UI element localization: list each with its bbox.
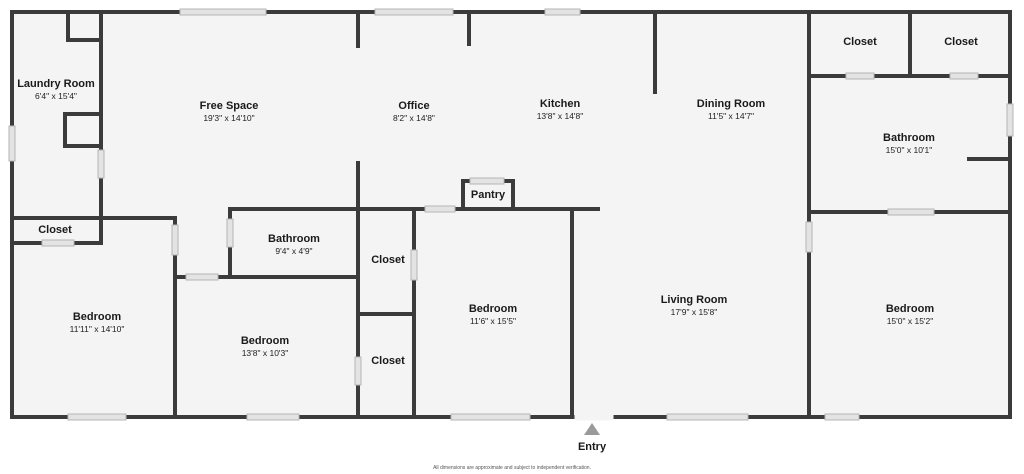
room-label-dining-room: Dining Room 11'5" x 14'7" <box>697 98 765 121</box>
room-name: Closet <box>38 224 72 236</box>
room-label-bedroom-1: Bedroom 11'11" x 14'10" <box>70 311 125 334</box>
room-label-free-space: Free Space 19'3" x 14'10" <box>200 100 259 123</box>
room-name: Closet <box>371 355 405 367</box>
room-label-bedroom-4: Bedroom 15'0" x 15'2" <box>886 303 934 326</box>
room-dimensions: 8'2" x 14'8" <box>393 113 435 124</box>
room-dimensions: 6'4" x 15'4" <box>35 91 77 102</box>
room-name: Closet <box>944 36 978 48</box>
room-label-closet-center-upper: Closet <box>371 254 405 267</box>
room-label-office: Office 8'2" x 14'8" <box>393 100 435 123</box>
room-label-pantry: Pantry <box>471 189 505 202</box>
room-dimensions: 11'5" x 14'7" <box>708 111 754 122</box>
room-name: Living Room <box>660 294 728 306</box>
disclaimer-text: All dimensions are approximate and subje… <box>433 465 591 471</box>
room-name: Free Space <box>199 100 259 112</box>
room-name: Bedroom <box>468 303 518 315</box>
room-label-bedroom-2: Bedroom 13'8" x 10'3" <box>241 335 289 358</box>
room-dimensions: 11'6" x 15'5" <box>470 316 516 327</box>
room-name: Closet <box>371 254 405 266</box>
room-dimensions: 19'3" x 14'10" <box>203 113 255 124</box>
room-dimensions: 13'8" x 10'3" <box>241 348 289 359</box>
room-dimensions: 15'0" x 15'2" <box>886 316 934 327</box>
room-label-bedroom-3: Bedroom 11'6" x 15'5" <box>469 303 517 326</box>
room-label-bathroom-center: Bathroom 9'4" x 4'9" <box>268 233 320 256</box>
room-name: Office <box>398 100 430 112</box>
room-name: Closet <box>843 36 877 48</box>
entry-label: Entry <box>577 441 607 453</box>
room-name: Bathroom <box>883 132 935 144</box>
room-label-kitchen: Kitchen 13'8" x 14'8" <box>537 98 584 121</box>
room-name: Dining Room <box>696 98 766 110</box>
room-label-closet-top-right: Closet <box>944 36 978 49</box>
room-name: Kitchen <box>539 98 581 110</box>
room-dimensions: 15'0" x 10'1" <box>885 145 933 156</box>
room-label-laundry-room: Laundry Room 6'4" x 15'4" <box>17 78 95 101</box>
room-dimensions: 11'11" x 14'10" <box>69 324 125 335</box>
room-name: Bedroom <box>72 311 122 323</box>
room-name: Bathroom <box>268 233 320 245</box>
room-dimensions: 17'9" x 15'8" <box>670 307 718 318</box>
room-name: Bedroom <box>240 335 290 347</box>
house-floor <box>12 12 1010 417</box>
room-label-closet-top-left: Closet <box>843 36 877 49</box>
entry-arrow-icon <box>584 423 600 435</box>
room-label-living-room: Living Room 17'9" x 15'8" <box>661 294 728 317</box>
room-label-closet-left: Closet <box>38 224 72 237</box>
room-name: Bedroom <box>885 303 935 315</box>
room-name: Pantry <box>470 189 506 201</box>
room-dimensions: 13'8" x 14'8" <box>536 111 584 122</box>
openings <box>8 8 1014 421</box>
room-label-closet-center-lower: Closet <box>371 355 405 368</box>
room-label-bathroom-right: Bathroom 15'0" x 10'1" <box>883 132 935 155</box>
room-name: Laundry Room <box>17 78 95 90</box>
room-dimensions: 9'4" x 4'9" <box>275 246 313 257</box>
